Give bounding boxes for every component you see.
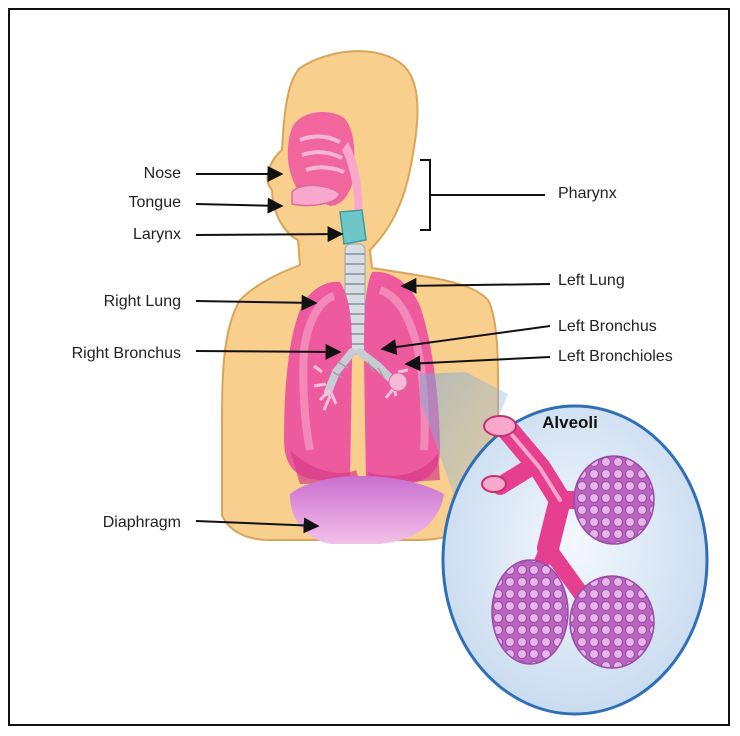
bronchi bbox=[324, 348, 396, 396]
inset-airway-opening bbox=[483, 415, 517, 437]
left-bronchioles-arrow bbox=[404, 355, 551, 372]
larynx-label: Larynx bbox=[133, 226, 181, 243]
left-lung-arrow bbox=[400, 277, 551, 294]
left-bronchioles-label: Left Bronchioles bbox=[558, 348, 673, 365]
leader-arrows bbox=[195, 159, 551, 534]
inset-side-opening bbox=[481, 475, 507, 493]
tongue-shape bbox=[291, 184, 341, 207]
diaphragm-shape bbox=[290, 476, 444, 544]
tongue-label: Tongue bbox=[129, 194, 182, 211]
alveoli-inset: Alveoli bbox=[441, 404, 709, 716]
diaphragm-label: Diaphragm bbox=[103, 514, 181, 531]
right-bronchus-label: Right Bronchus bbox=[72, 345, 181, 362]
left-bronchioles-cluster bbox=[388, 372, 408, 392]
larynx-arrow bbox=[195, 226, 344, 243]
nasal-turbinates bbox=[299, 134, 345, 174]
alveolar-sac bbox=[491, 559, 569, 665]
tongue-arrow bbox=[195, 197, 284, 214]
lung-base-shadow bbox=[290, 450, 440, 484]
right-bronchioles bbox=[313, 364, 338, 411]
larynx-shape bbox=[339, 209, 367, 245]
bronchi-rings bbox=[332, 361, 385, 379]
right-lung bbox=[284, 281, 352, 481]
right-bronchus-arrow bbox=[195, 343, 342, 360]
diaphragm-arrow bbox=[195, 517, 320, 534]
left-lung-highlight bbox=[378, 286, 429, 451]
right-lung-highlight bbox=[299, 292, 336, 451]
nose-label: Nose bbox=[144, 165, 181, 182]
pharynx-bracket bbox=[420, 159, 431, 231]
nasal-cavity bbox=[287, 112, 355, 206]
alveolar-sac bbox=[573, 455, 655, 545]
left-bronchus-label: Left Bronchus bbox=[558, 318, 657, 335]
right-lung-arrow bbox=[195, 294, 318, 311]
pharynx-label: Pharynx bbox=[558, 185, 617, 202]
right-lung-label: Right Lung bbox=[104, 293, 181, 310]
left-lung-label: Left Lung bbox=[558, 272, 625, 289]
zoom-beam bbox=[420, 372, 508, 512]
alveolar-sac bbox=[569, 575, 655, 669]
left-bronchus-arrow bbox=[380, 325, 551, 355]
alveoli-label: Alveoli bbox=[542, 413, 598, 432]
pharynx-tube bbox=[342, 142, 363, 222]
